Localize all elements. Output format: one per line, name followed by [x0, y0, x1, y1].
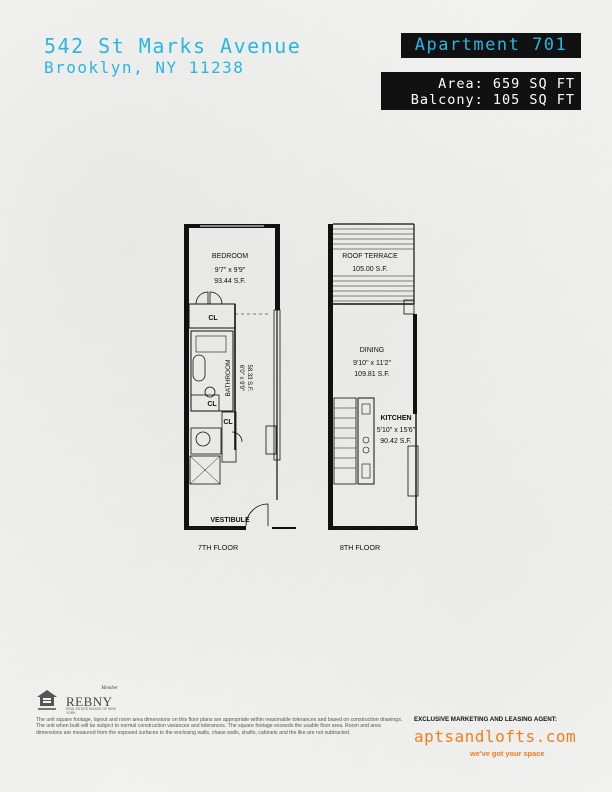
closet-1-label: CL [208, 315, 218, 322]
dining-name: DINING [360, 347, 385, 354]
disclaimer-text: The unit square footage, layout and room… [36, 717, 403, 736]
kitchen-dims: 5'10" x 15'6" [377, 427, 416, 434]
bathroom-dims: 6'0" x 9'9" [238, 365, 244, 391]
floor-8-labels: ROOF TERRACE 105.00 S.F. DINING 9'10" x … [340, 253, 416, 552]
rebny-sub: REAL ESTATE BOARD OF NEW YORK [66, 707, 116, 715]
rebny-member-text: Member [101, 686, 118, 691]
closet-2-label: CL [207, 401, 217, 408]
terrace-area: 105.00 S.F. [352, 266, 387, 273]
unit-badge: Apartment 701 [401, 33, 581, 58]
bedroom-area: 93.44 S.F. [214, 278, 246, 285]
equal-housing-icon [37, 690, 57, 710]
bathroom-name: BATHROOM [225, 359, 232, 396]
brand-link[interactable]: aptsandlofts.com [414, 727, 577, 746]
rebny-logo: Member REBNY REAL ESTATE BOARD OF NEW YO… [64, 686, 124, 715]
address-street: 542 St Marks Avenue [44, 34, 302, 58]
dining-dims: 9'10" x 11'2" [353, 360, 391, 367]
floor-7-label: 7TH FLOOR [198, 543, 238, 552]
dining-area: 109.81 S.F. [354, 371, 389, 378]
floor-7-plan [184, 224, 296, 530]
brand-tagline: we've got your space [470, 749, 545, 758]
bedroom-name: BEDROOM [212, 253, 248, 260]
area-label: Area: 659 SQ FT [438, 76, 575, 92]
vestibule-label: VESTIBULE [210, 517, 250, 524]
closet-3-label: CL [223, 419, 233, 426]
rebny-name: REBNY [66, 694, 113, 709]
bathroom-area: 58.33 S.F. [246, 364, 252, 391]
address-city: Brooklyn, NY 11238 [44, 58, 245, 77]
balcony-label: Balcony: 105 SQ FT [410, 92, 575, 108]
floor-7-labels: BEDROOM 9'7" x 9'9" 93.44 S.F. CL CL CL … [198, 253, 252, 552]
terrace-name: ROOF TERRACE [342, 253, 398, 260]
area-box: Area: 659 SQ FT Balcony: 105 SQ FT [381, 72, 581, 110]
floor-8-plan [328, 223, 419, 530]
floor-8-label: 8TH FLOOR [340, 543, 380, 552]
kitchen-area: 90.42 S.F. [380, 438, 412, 445]
exclusive-agent-label: EXCLUSIVE MARKETING AND LEASING AGENT: [414, 716, 557, 723]
bedroom-dims: 9'7" x 9'9" [215, 267, 246, 274]
kitchen-name: KITCHEN [380, 415, 411, 422]
